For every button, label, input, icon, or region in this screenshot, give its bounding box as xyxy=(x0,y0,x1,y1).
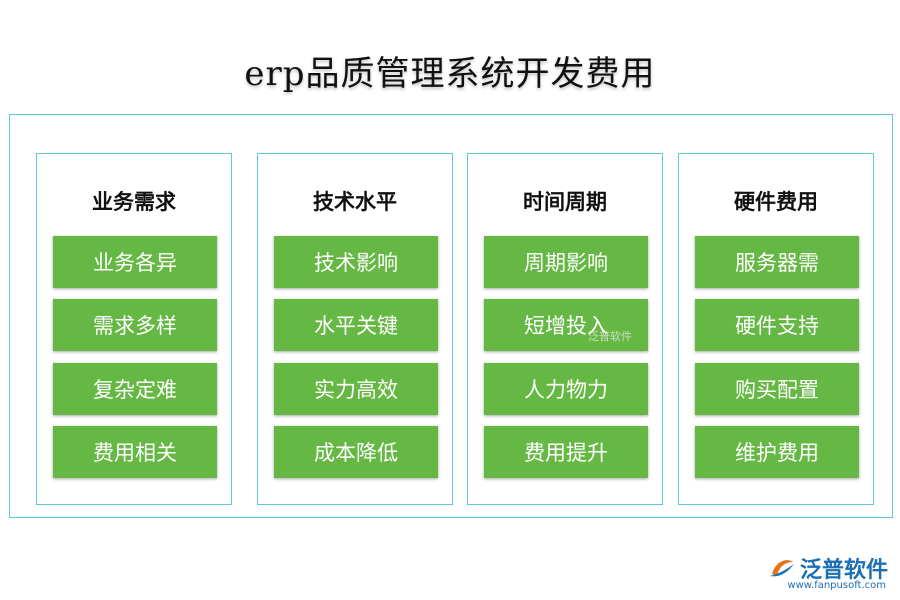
column-business-needs: 业务需求 业务各异 需求多样 复杂定难 费用相关 xyxy=(36,153,232,505)
logo-url: www.fanpusoft.com xyxy=(787,580,886,591)
column-time-cycle: 时间周期 周期影响 短增投入 人力物力 费用提升 xyxy=(467,153,663,505)
column-hardware-cost: 硬件费用 服务器需 硬件支持 购买配置 维护费用 xyxy=(678,153,874,505)
column-tech-level: 技术水平 技术影响 水平关键 实力高效 成本降低 xyxy=(257,153,453,505)
factor-box: 周期影响 xyxy=(484,236,648,288)
factor-box: 技术影响 xyxy=(274,236,438,288)
watermark-text: 泛普软件 xyxy=(588,330,632,343)
fanpu-logo-icon xyxy=(768,556,796,580)
factor-box: 短增投入 xyxy=(484,299,648,351)
factor-box: 费用提升 xyxy=(484,426,648,478)
factor-box: 购买配置 xyxy=(695,363,859,415)
factor-box: 业务各异 xyxy=(53,236,217,288)
brand-logo: 泛普软件 xyxy=(768,552,888,584)
column-heading: 技术水平 xyxy=(313,189,397,214)
column-heading: 时间周期 xyxy=(523,189,607,214)
column-heading: 硬件费用 xyxy=(734,189,818,214)
column-heading: 业务需求 xyxy=(92,189,176,214)
factor-box: 实力高效 xyxy=(274,363,438,415)
factor-box: 服务器需 xyxy=(695,236,859,288)
factor-box: 水平关键 xyxy=(274,299,438,351)
logo-text: 泛普软件 xyxy=(799,558,888,583)
factor-box: 需求多样 xyxy=(53,299,217,351)
factor-box: 费用相关 xyxy=(53,426,217,478)
factor-box: 成本降低 xyxy=(274,426,438,478)
factor-box: 人力物力 xyxy=(484,363,648,415)
page-title: erp品质管理系统开发费用 xyxy=(244,54,656,94)
factor-box: 硬件支持 xyxy=(695,299,859,351)
factor-box: 复杂定难 xyxy=(53,363,217,415)
outer-frame xyxy=(9,114,893,518)
factor-box: 维护费用 xyxy=(695,426,859,478)
